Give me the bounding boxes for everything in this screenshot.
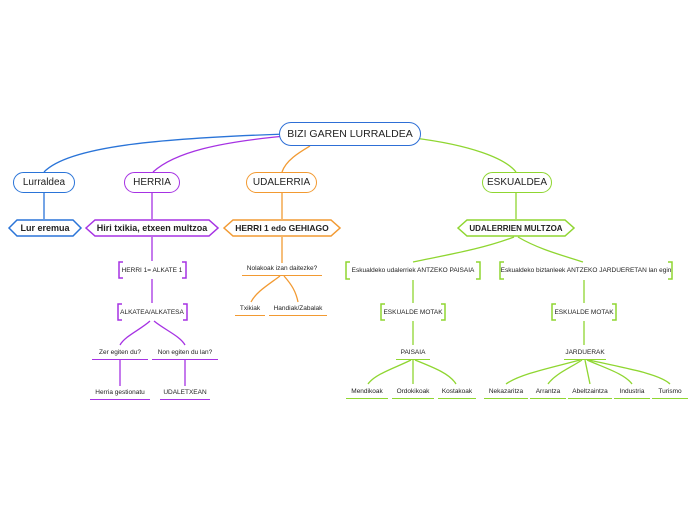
paisaia-item-1[interactable]: Mendikoak: [346, 385, 388, 399]
paisaia-node[interactable]: PAISAIA: [396, 346, 430, 360]
hiri-txikia-node[interactable]: Hiri txikia, etxeen multzoa: [86, 220, 218, 236]
jarduerak-node[interactable]: JARDUERAK: [564, 346, 606, 360]
jarduerak-item-1-label: Nekazaritza: [488, 388, 524, 395]
herria-answer-1[interactable]: Herria gestionatu: [90, 386, 150, 400]
jarduerak-item-3-label: Abeltzaintza: [572, 388, 608, 395]
udalerria-question-label: Nolakoak izan daitezke?: [246, 265, 318, 272]
eskualdea-right-motak-label: ESKUALDE MOTAK: [554, 308, 614, 316]
connector-root-lurraldea: [43, 133, 287, 173]
herri-1-label: HERRI 1 edo GEHIAGO: [235, 223, 329, 233]
bracket-right-motak: [551, 303, 617, 321]
hex-herri-1: [222, 219, 342, 237]
connector-root-udalerria: [281, 145, 311, 173]
eskualdea-right-desc-label: Eskualdeko biztanleek ANTZEKO JARDUERETA…: [500, 267, 672, 274]
paisaia-item-2-label: Ordokikoak: [396, 388, 430, 395]
jarduerak-item-2[interactable]: Arrantza: [530, 385, 566, 399]
connector-jarduerak-item-3: [584, 359, 591, 385]
udalerria-option-1[interactable]: Txikiak: [235, 302, 265, 316]
paisaia-item-1-label: Mendikoak: [351, 388, 383, 395]
hiri-txikia-label: Hiri txikia, etxeen multzoa: [96, 223, 208, 233]
bracket-alkate: [117, 303, 188, 321]
root-label: BIZI GAREN LURRALDEA: [287, 128, 413, 140]
branch-herria[interactable]: HERRIA: [124, 172, 180, 193]
connector-multzoa-right: [517, 236, 584, 263]
jarduerak-item-1[interactable]: Nekazaritza: [484, 385, 528, 399]
hex-hiri-txikia: [84, 219, 220, 237]
branch-udalerria-label: UDALERRIA: [252, 177, 311, 188]
bracket-left-motak: [380, 303, 446, 321]
branch-herria-label: HERRIA: [133, 177, 171, 188]
eskualdea-left-desc[interactable]: Eskualdeko udalerriek ANTZEKO PAISAIA: [348, 262, 478, 279]
bracket-herri-rule: [118, 261, 187, 279]
paisaia-label: PAISAIA: [400, 349, 426, 356]
jarduerak-item-4-label: Industria: [619, 388, 645, 395]
udalerria-question[interactable]: Nolakoak izan daitezke?: [242, 262, 322, 276]
paisaia-item-3-label: Kostakoak: [441, 388, 473, 395]
connector-root-eskualdea: [413, 137, 517, 173]
connector-alkate-q2: [153, 320, 186, 346]
herria-question-2[interactable]: Non egiten du lan?: [152, 346, 218, 360]
hex-lur-eremua: [7, 219, 83, 237]
jarduerak-item-5[interactable]: Turismo: [652, 385, 688, 399]
connector-question-opt2: [283, 275, 299, 303]
udalerria-option-2[interactable]: Handiak/Zabalak: [269, 302, 327, 316]
lur-eremua-node[interactable]: Lur eremua: [9, 220, 81, 236]
herri-rule-node[interactable]: HERRI 1= ALKATE 1: [120, 262, 184, 278]
udalerria-option-1-label: Txikiak: [239, 305, 261, 312]
connector-paisaia-item-3: [414, 359, 457, 385]
paisaia-item-2[interactable]: Ordokikoak: [392, 385, 434, 399]
herria-question-2-label: Non egiten du lan?: [157, 349, 213, 356]
hex-udalerrien-multzoa: [456, 219, 576, 237]
alkate-node[interactable]: ALKATEA/ALKATESA: [119, 304, 185, 320]
herri-rule-label: HERRI 1= ALKATE 1: [121, 266, 183, 274]
jarduerak-item-2-label: Arrantza: [535, 388, 561, 395]
eskualdea-right-desc[interactable]: Eskualdeko biztanleek ANTZEKO JARDUERETA…: [500, 262, 672, 279]
alkate-label: ALKATEA/ALKATESA: [120, 308, 184, 316]
branch-lurraldea-label: Lurraldea: [22, 177, 66, 188]
connector-alkate-q1: [119, 320, 151, 346]
branch-eskualdea-label: ESKUALDEA: [486, 177, 548, 188]
connector-jarduerak-item-4: [586, 359, 633, 385]
bracket-left-desc: [345, 261, 481, 280]
eskualdea-right-motak[interactable]: ESKUALDE MOTAK: [554, 304, 614, 320]
herria-answer-2-label: UDALETXEAN: [163, 389, 207, 396]
eskualdea-left-motak[interactable]: ESKUALDE MOTAK: [383, 304, 443, 320]
branch-lurraldea[interactable]: Lurraldea: [13, 172, 75, 193]
connector-question-opt1: [250, 275, 281, 303]
connector-root-herria: [152, 135, 287, 173]
eskualdea-left-desc-label: Eskualdeko udalerriek ANTZEKO PAISAIA: [351, 267, 475, 274]
lur-eremua-label: Lur eremua: [20, 223, 70, 233]
udalerrien-multzoa-node[interactable]: UDALERRIEN MULTZOA: [458, 220, 574, 236]
connector-jarduerak-item-2: [547, 359, 583, 385]
jarduerak-item-5-label: Turismo: [658, 388, 682, 395]
branch-eskualdea[interactable]: ESKUALDEA: [482, 172, 552, 193]
herria-question-1-label: Zer egiten du?: [99, 349, 141, 356]
branch-udalerria[interactable]: UDALERRIA: [246, 172, 317, 193]
herria-answer-2[interactable]: UDALETXEAN: [160, 386, 210, 400]
paisaia-item-3[interactable]: Kostakoak: [438, 385, 476, 399]
herria-question-1[interactable]: Zer egiten du?: [92, 346, 148, 360]
eskualdea-left-motak-label: ESKUALDE MOTAK: [383, 308, 443, 316]
connector-paisaia-item-1: [367, 359, 412, 385]
connector-jarduerak-item-5: [588, 359, 671, 385]
udalerrien-multzoa-label: UDALERRIEN MULTZOA: [469, 223, 563, 233]
connector-multzoa-left: [412, 236, 515, 263]
jarduerak-label: JARDUERAK: [565, 349, 605, 356]
herria-answer-1-label: Herria gestionatu: [95, 389, 145, 396]
herri-1-node[interactable]: HERRI 1 edo GEHIAGO: [224, 220, 340, 236]
root-node[interactable]: BIZI GAREN LURRALDEA: [279, 122, 421, 146]
udalerria-option-2-label: Handiak/Zabalak: [273, 305, 323, 312]
connector-jarduerak-item-1: [505, 359, 581, 385]
jarduerak-item-4[interactable]: Industria: [614, 385, 650, 399]
bracket-right-desc: [499, 261, 673, 280]
jarduerak-item-3[interactable]: Abeltzaintza: [568, 385, 612, 399]
